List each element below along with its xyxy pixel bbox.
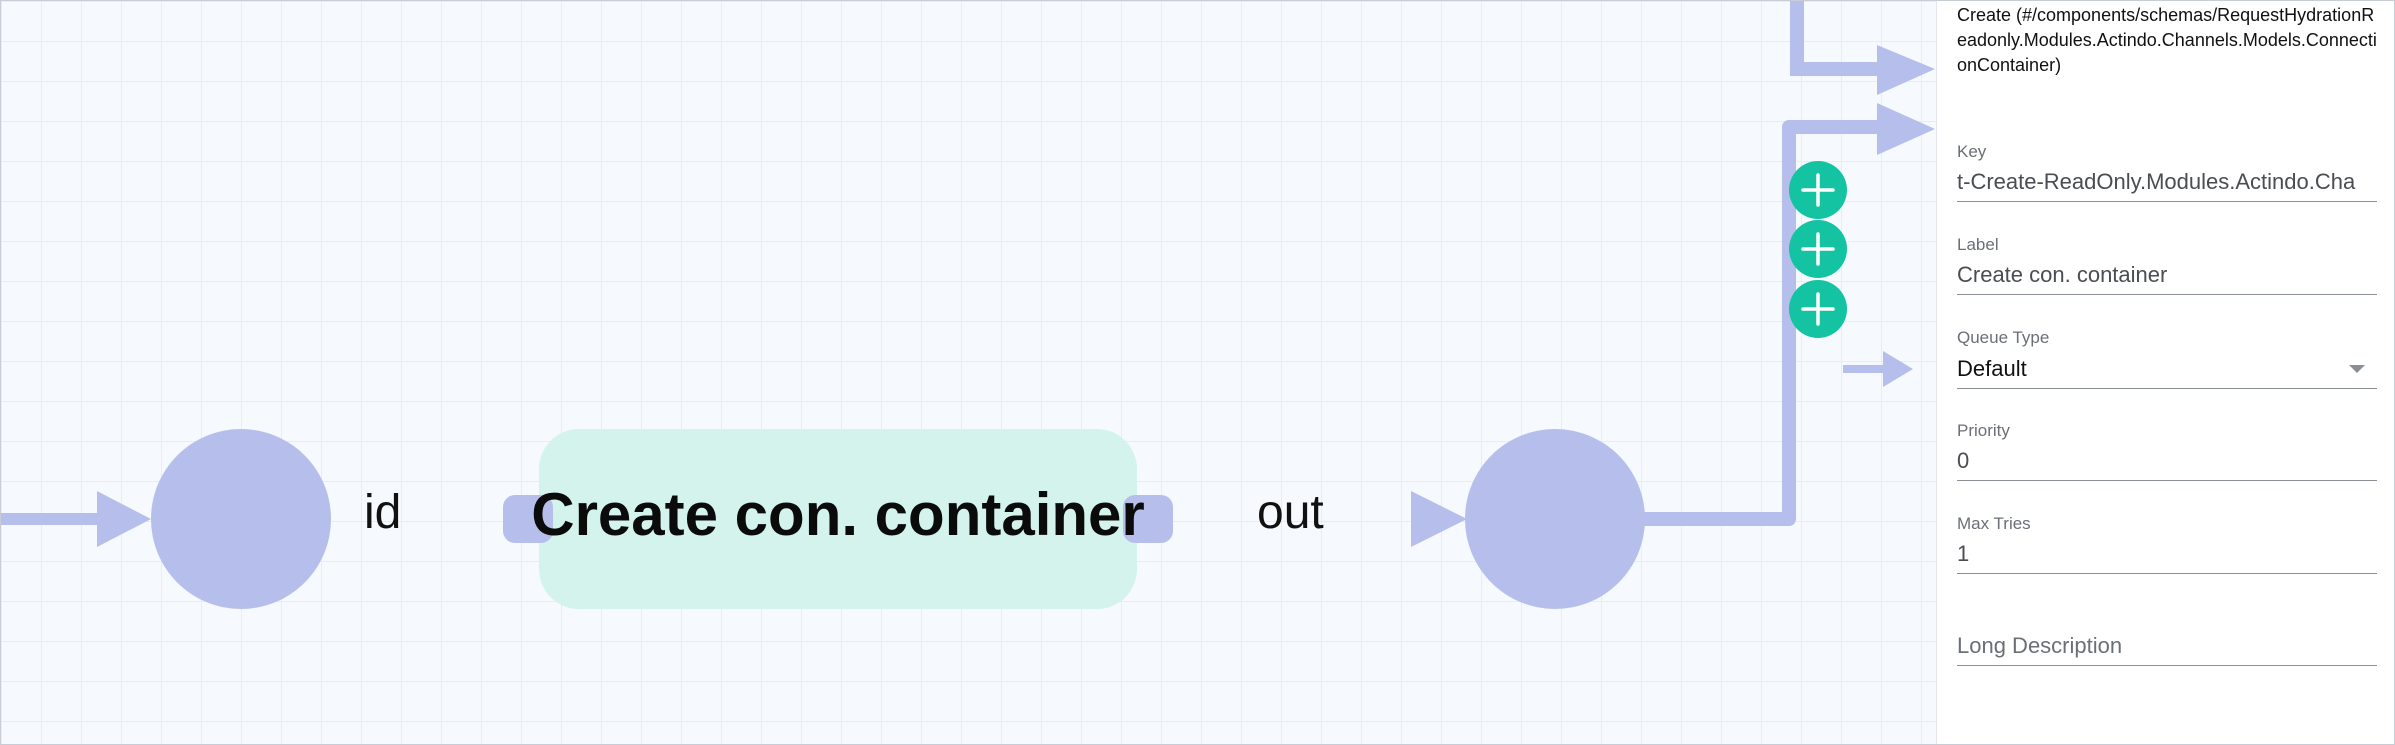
- key-label: Key: [1957, 142, 1987, 161]
- queue-type-label: Queue Type: [1957, 328, 2050, 347]
- key-input[interactable]: [1957, 163, 2377, 202]
- priority-label: Priority: [1957, 421, 2010, 440]
- queue-type-value: Default: [1957, 356, 2027, 381]
- properties-panel: Create (#/components/schemas/RequestHydr…: [1936, 1, 2394, 744]
- node-input-port[interactable]: [503, 495, 553, 543]
- output-node-circle[interactable]: [1465, 429, 1645, 609]
- flow-diagram: Create con. container: [1, 1, 1935, 609]
- max-tries-label: Max Tries: [1957, 514, 2031, 533]
- output-arrowhead: [1411, 491, 1467, 547]
- output-port-label: out: [1257, 486, 1324, 539]
- branch-connector: [1641, 120, 1881, 526]
- incoming-connector: [1, 513, 103, 525]
- flow-canvas[interactable]: Create con. container: [1, 1, 1935, 744]
- branch-arrowhead-upper: [1877, 45, 1935, 95]
- priority-input[interactable]: [1957, 442, 2377, 481]
- node-output-port[interactable]: [1123, 495, 1173, 543]
- label-field: Label: [1957, 234, 2377, 295]
- panel-heading: Create (#/components/schemas/RequestHydr…: [1957, 5, 2377, 75]
- incoming-arrowhead: [97, 491, 151, 547]
- chevron-down-icon: [2349, 365, 2365, 373]
- long-description-field: [1957, 627, 2377, 666]
- queue-connector: [1843, 365, 1887, 373]
- key-field: Key: [1957, 141, 2377, 202]
- max-tries-input[interactable]: [1957, 535, 2377, 574]
- branch-arrowhead-lower: [1877, 103, 1935, 155]
- add-step-button-3[interactable]: [1789, 280, 1847, 338]
- queue-arrowhead: [1883, 351, 1913, 387]
- input-node-circle[interactable]: [151, 429, 331, 609]
- node-title: Create con. container: [531, 481, 1145, 548]
- plus-icon: [1801, 292, 1835, 326]
- add-step-button-2[interactable]: [1789, 220, 1847, 278]
- long-description-input[interactable]: [1957, 627, 2377, 666]
- create-container-node[interactable]: [539, 429, 1137, 609]
- label-label: Label: [1957, 235, 1999, 254]
- top-connector: [1790, 1, 1881, 76]
- plus-icon: [1801, 173, 1835, 207]
- add-step-button-1[interactable]: [1789, 161, 1847, 219]
- queue-type-field: Queue Type Default: [1957, 327, 2377, 389]
- queue-type-select[interactable]: Default: [1957, 349, 2377, 389]
- plus-icon: [1801, 232, 1835, 266]
- input-port-label: id: [364, 486, 402, 539]
- max-tries-field: Max Tries: [1957, 513, 2377, 574]
- label-input[interactable]: [1957, 256, 2377, 295]
- priority-field: Priority: [1957, 420, 2377, 481]
